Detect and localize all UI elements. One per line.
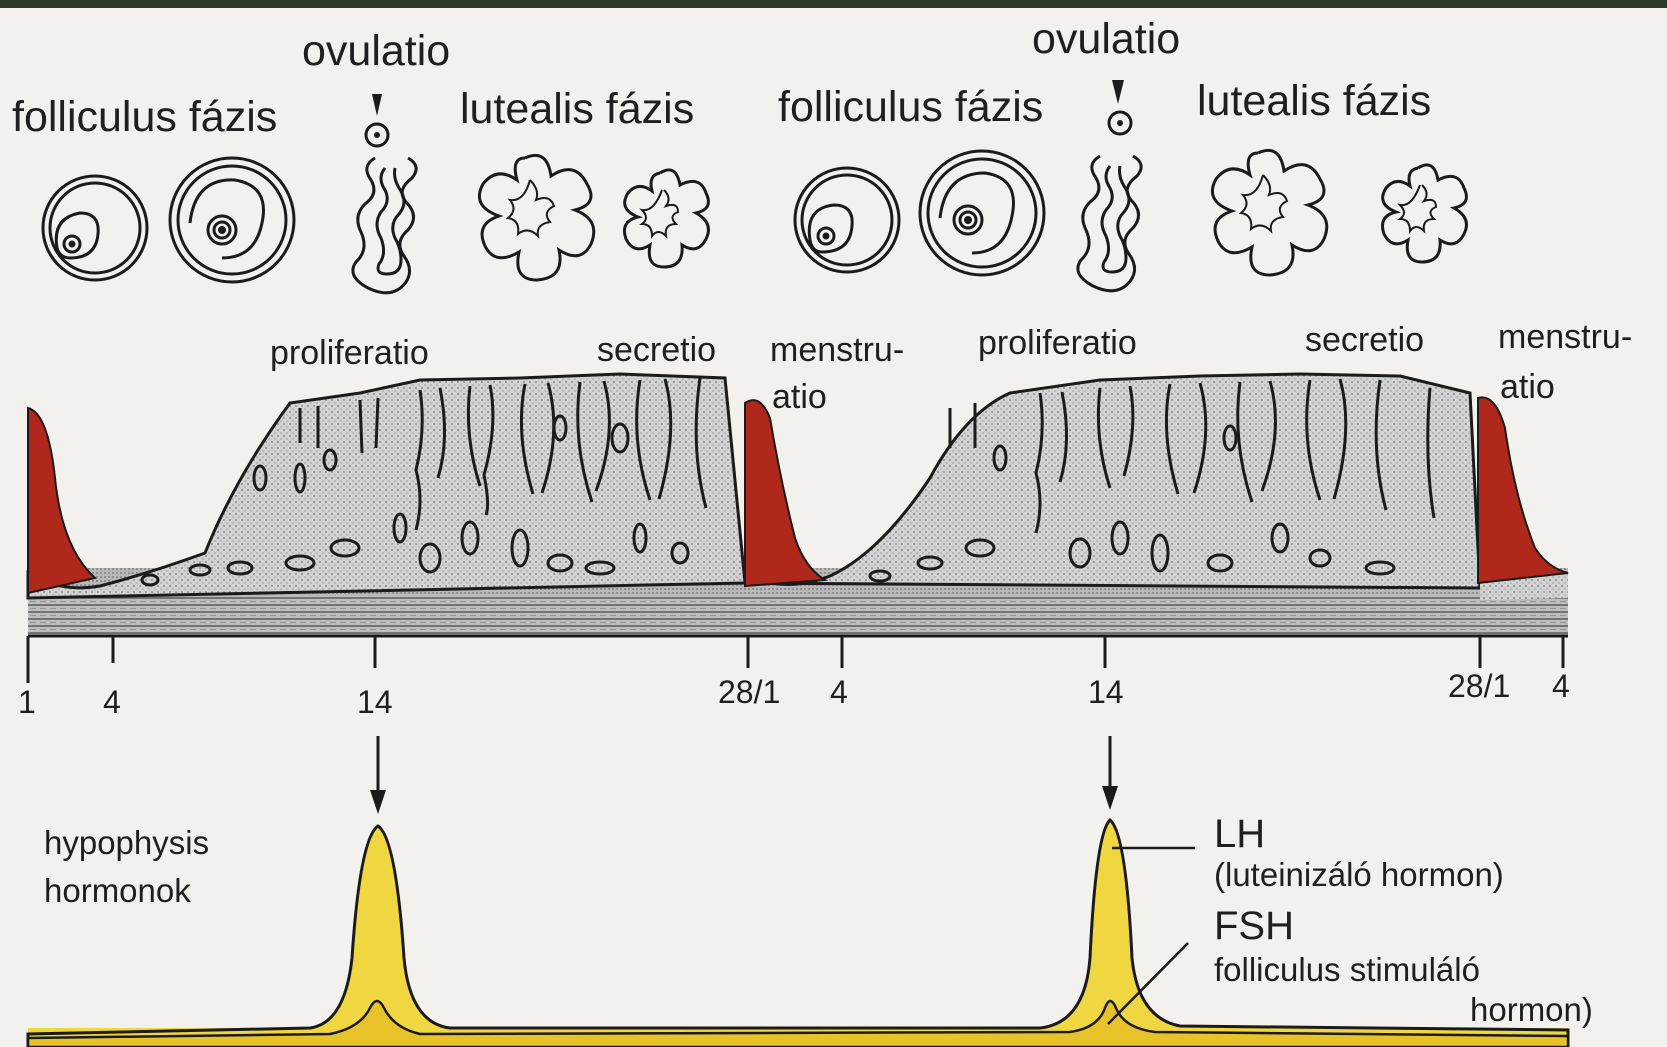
- primary-follicle-icon: [795, 168, 899, 272]
- proliferation-label-2: proliferatio: [978, 326, 1137, 360]
- ruptured-follicle-icon: [1078, 156, 1141, 291]
- proliferation-label-1: proliferatio: [270, 336, 429, 370]
- primary-follicle-icon: [43, 176, 147, 280]
- endometrium-cycle-2: [745, 374, 1480, 588]
- corpus-albicans-icon: [625, 170, 709, 267]
- menstruation-region-3: [1478, 397, 1568, 583]
- day-tick-1: 1: [18, 686, 36, 718]
- ovulation-arrow-1: [370, 736, 386, 814]
- ruptured-follicle-icon: [353, 158, 416, 293]
- lh-curve: [28, 820, 1568, 1047]
- menstrual-cycle-diagram: ovulatio folliculus fázis lutealis fázis…: [0, 8, 1667, 1047]
- lh-description: (luteinizáló hormon): [1214, 858, 1504, 891]
- follicular-phase-label-1: folliculus fázis: [12, 96, 277, 139]
- corpus-luteum-icon: [1212, 150, 1326, 275]
- menstruation-region-2: [745, 400, 825, 586]
- follicular-phase-label-2: folliculus fázis: [778, 86, 1043, 129]
- fsh-label: FSH: [1214, 906, 1294, 946]
- fsh-description-line1: folliculus stimuláló: [1214, 953, 1480, 986]
- menstruation-region-1: [28, 408, 95, 593]
- corpus-luteum-icon: [479, 155, 593, 280]
- growing-follicle-icon: [920, 151, 1044, 275]
- lh-label: LH: [1214, 814, 1265, 854]
- ovulation-marker-1: [366, 94, 388, 146]
- menstruation-label-1a: menstru-: [770, 333, 904, 367]
- corpus-albicans-icon: [1383, 165, 1467, 262]
- secretion-label-1: secretio: [597, 333, 716, 367]
- day-axis: [28, 636, 1568, 683]
- ovulation-label-2: ovulatio: [1032, 18, 1180, 61]
- follicle-sequence-2: [795, 150, 1466, 290]
- ovulation-arrow-2: [1102, 736, 1118, 810]
- day-tick-4-cycle2: 4: [830, 676, 848, 708]
- endometrium-cross-section: [28, 374, 1568, 683]
- luteal-phase-label-2: lutealis fázis: [1197, 80, 1431, 123]
- day-tick-14-cycle2: 14: [1088, 676, 1124, 708]
- hormone-heading-line1: hypophysis: [44, 826, 209, 859]
- secretion-label-2: secretio: [1305, 323, 1424, 357]
- day-tick-28: 28/1: [718, 676, 780, 708]
- luteal-phase-label-1: lutealis fázis: [460, 88, 694, 131]
- menstruation-label-2b: atio: [1500, 370, 1555, 404]
- fsh-description-line2: hormon): [1470, 993, 1593, 1026]
- day-tick-4: 4: [103, 686, 121, 718]
- menstruation-label-2a: menstru-: [1498, 320, 1632, 354]
- follicle-sequence-1: [43, 155, 708, 292]
- ovulation-label-1: ovulatio: [302, 30, 450, 73]
- ovulation-marker-2: [1109, 80, 1131, 134]
- day-tick-4-end: 4: [1552, 670, 1570, 702]
- menstruation-label-1b: atio: [772, 380, 827, 414]
- growing-follicle-icon: [170, 158, 294, 282]
- fsh-curve: [28, 1001, 1568, 1047]
- myometrium-layer: [28, 593, 1568, 635]
- hormone-heading-line2: hormonok: [44, 874, 191, 907]
- day-tick-14: 14: [357, 686, 393, 718]
- day-tick-28-cycle2: 28/1: [1448, 670, 1510, 702]
